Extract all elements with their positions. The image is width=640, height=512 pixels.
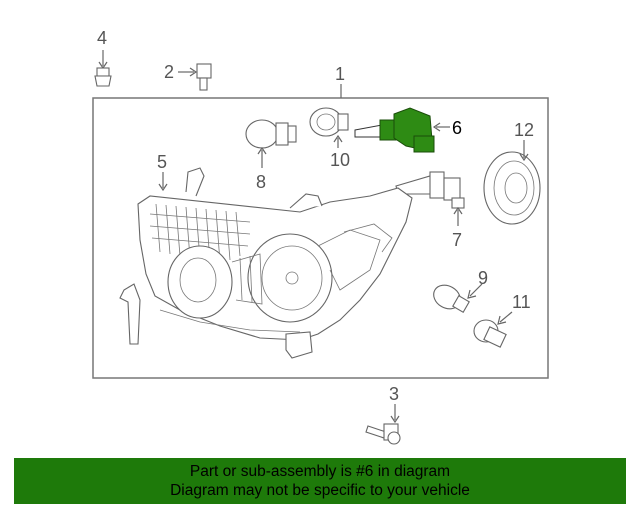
label-3: 3 xyxy=(389,384,399,404)
part-11-socket[interactable]: 11 xyxy=(473,292,531,348)
label-12: 12 xyxy=(514,120,534,140)
label-8: 8 xyxy=(256,172,266,192)
part-8-bulb[interactable]: 8 xyxy=(245,119,297,192)
banner-line-2: Diagram may not be specific to your vehi… xyxy=(170,482,470,499)
part-5-headlamp-housing[interactable]: 5 xyxy=(119,152,413,359)
label-1: 1 xyxy=(335,64,345,84)
parts-diagram: 1 4 2 8 10 xyxy=(92,28,549,445)
label-7: 7 xyxy=(452,230,462,250)
label-2: 2 xyxy=(164,62,174,82)
part-6-headlamp-bulb[interactable]: 6 xyxy=(354,107,462,153)
part-10-socket[interactable]: 10 xyxy=(309,107,350,170)
callout-1: 1 xyxy=(335,64,345,98)
label-5: 5 xyxy=(157,152,167,172)
info-banner: Part or sub-assembly is #6 in diagram Di… xyxy=(14,458,626,504)
part-2-screw[interactable]: 2 xyxy=(164,62,212,91)
label-11: 11 xyxy=(512,292,531,312)
part-4-clip[interactable]: 4 xyxy=(94,28,112,87)
high-beam-reflector xyxy=(247,233,333,323)
assembly-frame xyxy=(92,97,549,379)
part-9-bulb[interactable]: 9 xyxy=(429,268,488,314)
label-9: 9 xyxy=(478,268,488,288)
low-beam-reflector xyxy=(167,245,233,319)
label-10: 10 xyxy=(330,150,350,170)
label-6: 6 xyxy=(452,118,462,138)
part-3-bolt[interactable]: 3 xyxy=(365,384,401,445)
label-4: 4 xyxy=(97,28,107,48)
part-12-cap[interactable]: 12 xyxy=(483,120,541,225)
banner-line-1: Part or sub-assembly is #6 in diagram xyxy=(189,463,451,480)
